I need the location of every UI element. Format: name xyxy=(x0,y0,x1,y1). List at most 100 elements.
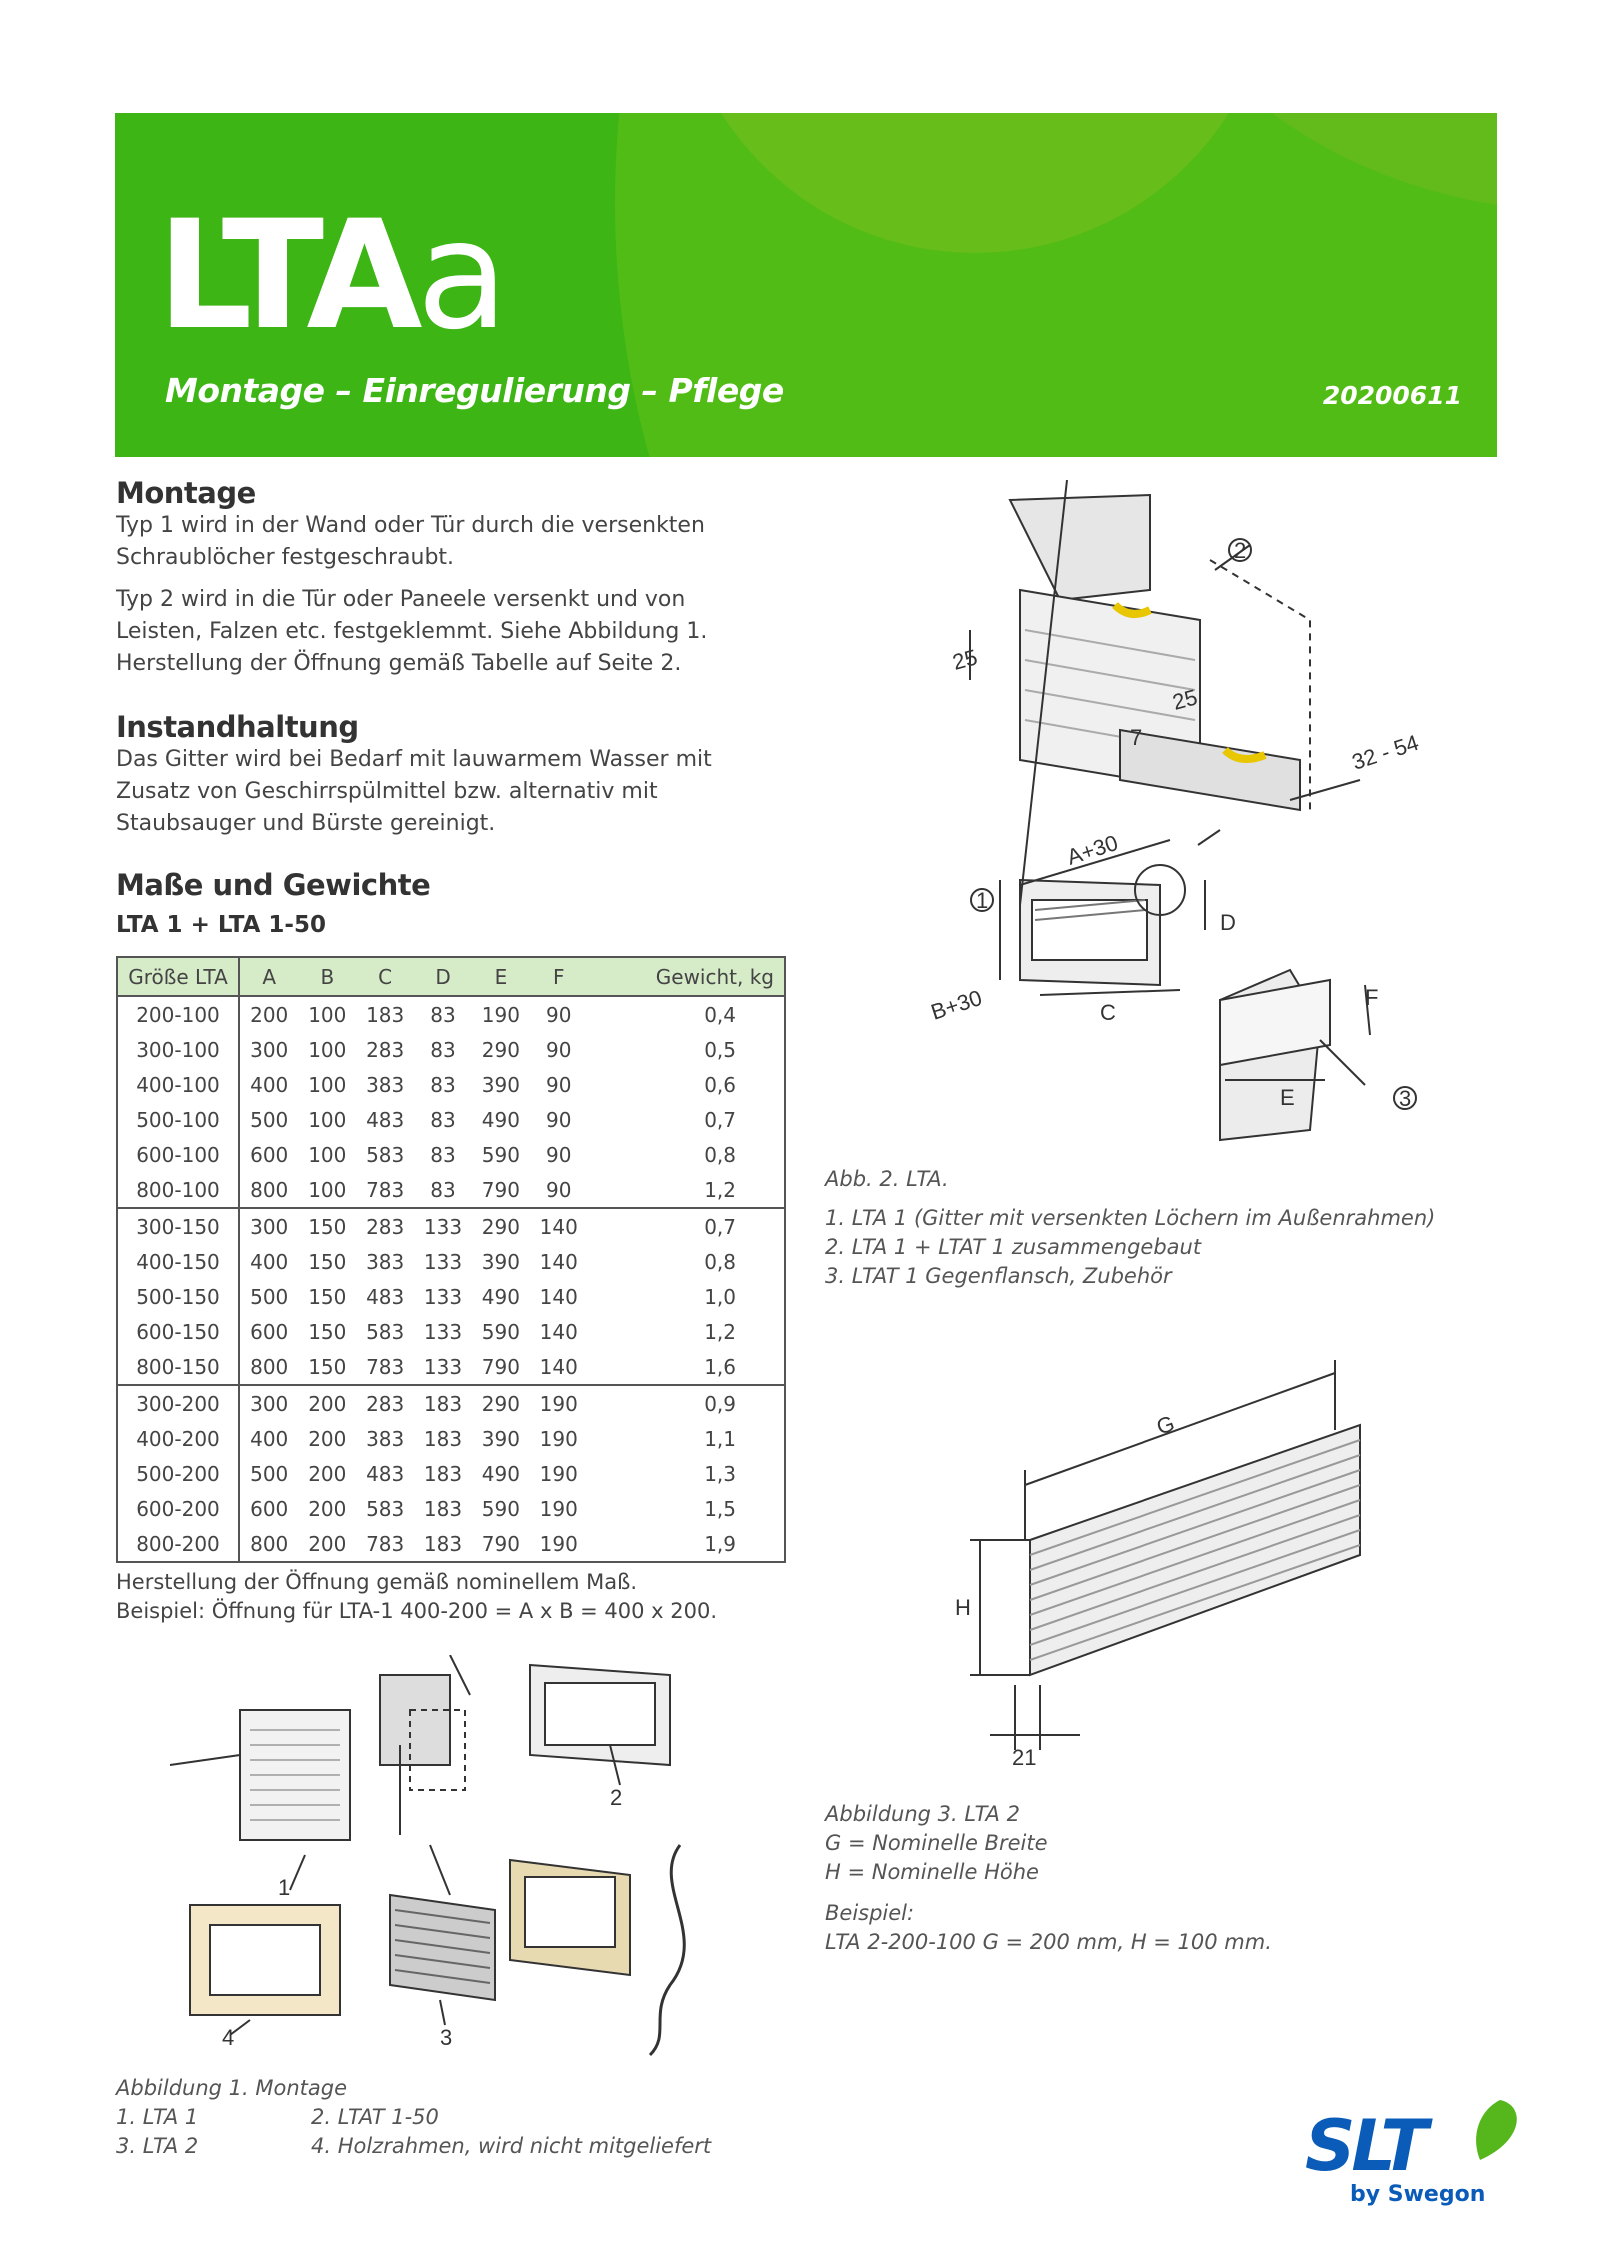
fig1-item: 1. LTA 1 xyxy=(116,2105,199,2129)
fig2-callout-3: 3 xyxy=(1399,1086,1411,1111)
table-cell: 500 xyxy=(250,1284,289,1309)
product-title: LTAa xyxy=(157,189,508,363)
table-cell: 590 xyxy=(481,1142,520,1167)
table-cell: 483 xyxy=(366,1461,405,1486)
table-cell: 133 xyxy=(414,1207,472,1244)
table-cell: 283 xyxy=(356,1207,415,1244)
table-cell: 183 xyxy=(423,1461,463,1486)
column-header: B xyxy=(298,957,357,997)
figure-3-caption: Abbildung 3. LTA 2 G = Nominelle Breite … xyxy=(825,1800,1272,1957)
fig3-dim-21: 21 xyxy=(1012,1745,1036,1770)
table-cell: 100 xyxy=(308,1002,347,1027)
table-cell: 150 xyxy=(308,1249,347,1274)
table-subheading: LTA 1 + LTA 1-50 xyxy=(116,912,326,938)
column-header: E xyxy=(471,957,530,997)
table-cell: 83 xyxy=(430,1072,456,1097)
table-cell: 1,5 xyxy=(704,1496,736,1521)
table-cell: 600-200 xyxy=(117,1491,240,1526)
table-cell: 183 xyxy=(414,1384,472,1421)
fig3-caption-title: Abbildung 3. LTA 2 xyxy=(825,1802,1020,1826)
table-cell: 600 xyxy=(250,1496,289,1521)
table-cell: 800-100 xyxy=(117,1172,240,1208)
slt-logo-mark: SLT xyxy=(1305,2100,1517,2187)
table-cell: 290 xyxy=(471,1384,530,1421)
table-cell: 200 xyxy=(298,1384,357,1421)
fig2-dim-f: F xyxy=(1365,985,1378,1010)
fig2-item: 3. LTAT 1 Gegenflansch, Zubehör xyxy=(825,1264,1172,1288)
table-cell: 500 xyxy=(250,1461,289,1486)
fig1-item: 4. Holzrahmen, wird nicht mitgeliefert xyxy=(311,2134,712,2158)
fig2-dim-c: C xyxy=(1100,1000,1116,1025)
table-cell: 83 xyxy=(430,1037,456,1062)
table-cell: 800 xyxy=(250,1354,289,1379)
heading-montage: Montage xyxy=(116,476,256,510)
table-cell: 90 xyxy=(546,1177,572,1202)
table-cell: 133 xyxy=(423,1284,463,1309)
column-header: C xyxy=(356,957,415,997)
table-cell: 90 xyxy=(546,1107,572,1132)
figure-3-lta2-illustration: G H 21 xyxy=(955,1360,1361,1770)
table-cell: 200 xyxy=(308,1531,347,1556)
table-cell: 400-150 xyxy=(117,1244,240,1279)
table-cell: 183 xyxy=(423,1496,463,1521)
table-cell: 800 xyxy=(250,1531,289,1556)
table-cell: 383 xyxy=(366,1249,405,1274)
figure-1-montage-illustration: 1 2 3 4 xyxy=(169,1655,686,2057)
table-cell: 583 xyxy=(366,1319,405,1344)
fig1-caption-title: Abbildung 1. Montage xyxy=(116,2076,347,2100)
table-cell: 200-100 xyxy=(117,996,240,1032)
table-cell: 1,2 xyxy=(704,1177,736,1202)
table-cell: 400-100 xyxy=(117,1067,240,1102)
column-header: Gewicht, kg xyxy=(587,957,785,997)
table-cell: 190 xyxy=(539,1496,578,1521)
table-cell: 500-150 xyxy=(117,1279,240,1314)
table-cell: 300-200 xyxy=(117,1384,240,1421)
table-cell: 500-200 xyxy=(117,1456,240,1491)
instandhaltung-text: Das Gitter wird bei Bedarf mit lauwarmem… xyxy=(116,747,712,836)
fig1-item: 3. LTA 2 xyxy=(116,2134,199,2158)
table-cell: 800-150 xyxy=(117,1349,240,1385)
fig3-item: G = Nominelle Breite xyxy=(825,1831,1048,1855)
fig1-label-1: 1 xyxy=(278,1875,290,1900)
fig2-dim-32-54: 32 - 54 xyxy=(1349,730,1422,775)
table-cell: 300-100 xyxy=(117,1032,240,1067)
table-cell: 0,8 xyxy=(704,1142,736,1167)
table-cell: 790 xyxy=(481,1177,520,1202)
table-cell: 90 xyxy=(546,1002,572,1027)
table-cell: 83 xyxy=(430,1142,456,1167)
table-cell: 1,9 xyxy=(704,1531,736,1556)
table-cell: 100 xyxy=(308,1107,347,1132)
figure-1-caption: Abbildung 1. Montage 1. LTA 1 2. LTAT 1-… xyxy=(116,2074,711,2161)
table-cell: 490 xyxy=(481,1284,520,1309)
table-cell: 150 xyxy=(308,1319,347,1344)
table-cell: 0,7 xyxy=(704,1107,736,1132)
fig3-example-label: Beispiel: xyxy=(825,1901,915,1925)
svg-text:SLT: SLT xyxy=(1305,2105,1433,2180)
table-cell: 83 xyxy=(430,1177,456,1202)
slt-swegon-logo: SLT by Swegon xyxy=(1300,2090,1530,2220)
table-cell: 1,1 xyxy=(704,1426,736,1451)
table-cell: 190 xyxy=(529,1384,588,1421)
fig1-label-3: 3 xyxy=(440,2025,452,2050)
table-cell: 800 xyxy=(250,1177,289,1202)
table-cell: 490 xyxy=(481,1107,520,1132)
table-cell: 590 xyxy=(481,1496,520,1521)
table-cell: 83 xyxy=(430,1107,456,1132)
table-cell: 150 xyxy=(308,1354,347,1379)
table-cell: 150 xyxy=(298,1207,357,1244)
document-date: 20200611 xyxy=(1322,381,1462,410)
section-instandhaltung: Instandhaltung Das Gitter wird bei Bedar… xyxy=(116,710,796,840)
table-cell: 300 xyxy=(239,1384,299,1421)
table-notes: Herstellung der Öffnung gemäß nominellem… xyxy=(116,1568,796,1626)
table-cell: 140 xyxy=(539,1354,578,1379)
table-cell: 800-200 xyxy=(117,1526,240,1562)
table-cell: 0,8 xyxy=(704,1249,736,1274)
montage-text-2: Typ 2 wird in die Tür oder Paneele verse… xyxy=(116,587,708,676)
